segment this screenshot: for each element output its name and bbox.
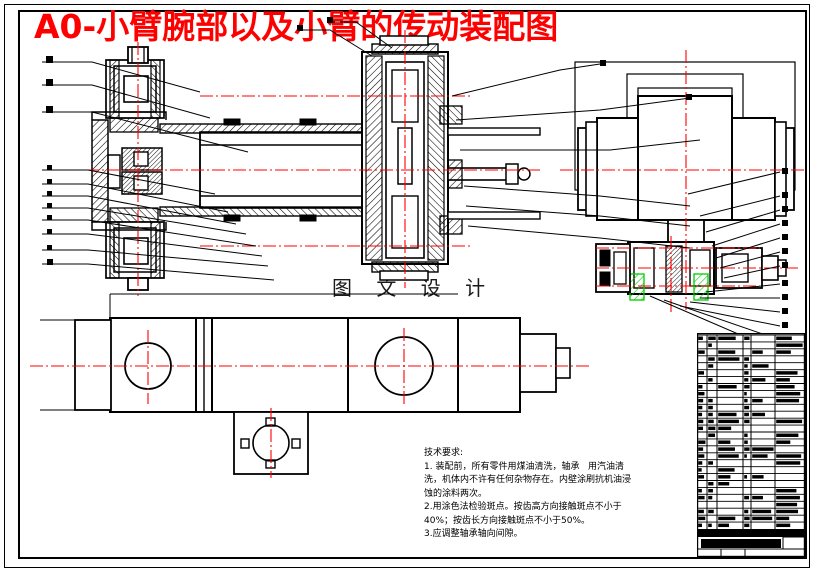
view-main-section — [91, 35, 541, 291]
technical-requirements-heading: 技术要求: — [424, 448, 464, 458]
leader-lines — [42, 21, 781, 353]
technical-requirements: 技术要求: 1. 装配前，所有零件用煤油清洗，轴承 用汽油清 洗，机体内不许有任… — [424, 447, 686, 542]
technical-requirements-line: 2.用涂色法检验斑点。按齿高方向接触斑点不小于 — [424, 502, 622, 512]
technical-requirements-line: 3.应调整轴承轴向间隙。 — [424, 529, 523, 539]
technical-requirements-line: 1. 装配前，所有零件用煤油清洗，轴承 用汽油清 — [424, 461, 625, 472]
title-block[interactable] — [697, 333, 805, 557]
view-bottom-outline — [40, 293, 571, 475]
sheet-border-inner — [18, 10, 807, 559]
centerlines — [30, 30, 806, 478]
technical-requirements-line: 蚀的涂料两次。 — [424, 488, 488, 499]
sheet-border-outer — [4, 4, 810, 568]
drawing-title: A0-小臂腕部以及小臂的传动装配图 — [34, 7, 559, 46]
view-right-section — [574, 61, 796, 301]
balloon-markers — [46, 17, 788, 328]
technical-requirements-line: 洗，机体内不许有任何杂物存在。内壁涂刷抗机油浸 — [424, 475, 632, 485]
technical-requirements-line: 40%；按齿长方向接触斑点不小于50%。 — [424, 515, 591, 526]
